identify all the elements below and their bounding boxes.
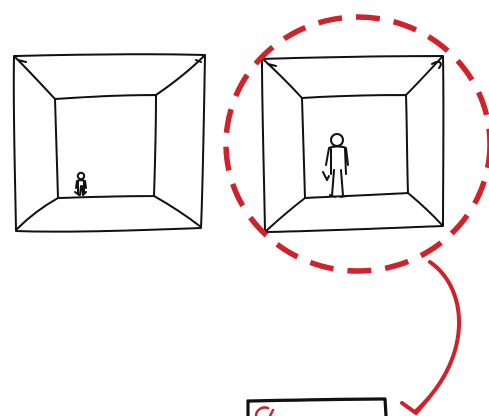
arrow-head (402, 399, 428, 413)
room-corner-line-bottom-left (266, 198, 305, 231)
room-corner-line-top-left (264, 60, 302, 98)
room-back-wall (55, 95, 156, 198)
person-figure-large (323, 134, 348, 197)
room-corner-line-bottom-left (17, 198, 58, 229)
room-ceiling-side-lines (18, 60, 201, 62)
room-corner-line-top-left (15, 57, 55, 99)
room-corner-line-bottom-right (154, 196, 201, 227)
highlight-dashed-circle (226, 17, 489, 271)
connector-arrow (402, 262, 459, 413)
room-back-wall (302, 95, 408, 198)
room-small-figure (14, 54, 205, 232)
room-large-figure (262, 56, 443, 232)
room-corner-line-top-right (156, 56, 204, 95)
person-figure-small (75, 173, 86, 195)
arrow-curve (415, 262, 459, 412)
room-outer-frame (262, 56, 443, 232)
room-corner-line-bottom-right (408, 193, 442, 225)
room-ceiling-scribble (268, 62, 441, 68)
room-partial-bottom (248, 399, 386, 416)
room-mini-highlight-mark (256, 407, 273, 416)
